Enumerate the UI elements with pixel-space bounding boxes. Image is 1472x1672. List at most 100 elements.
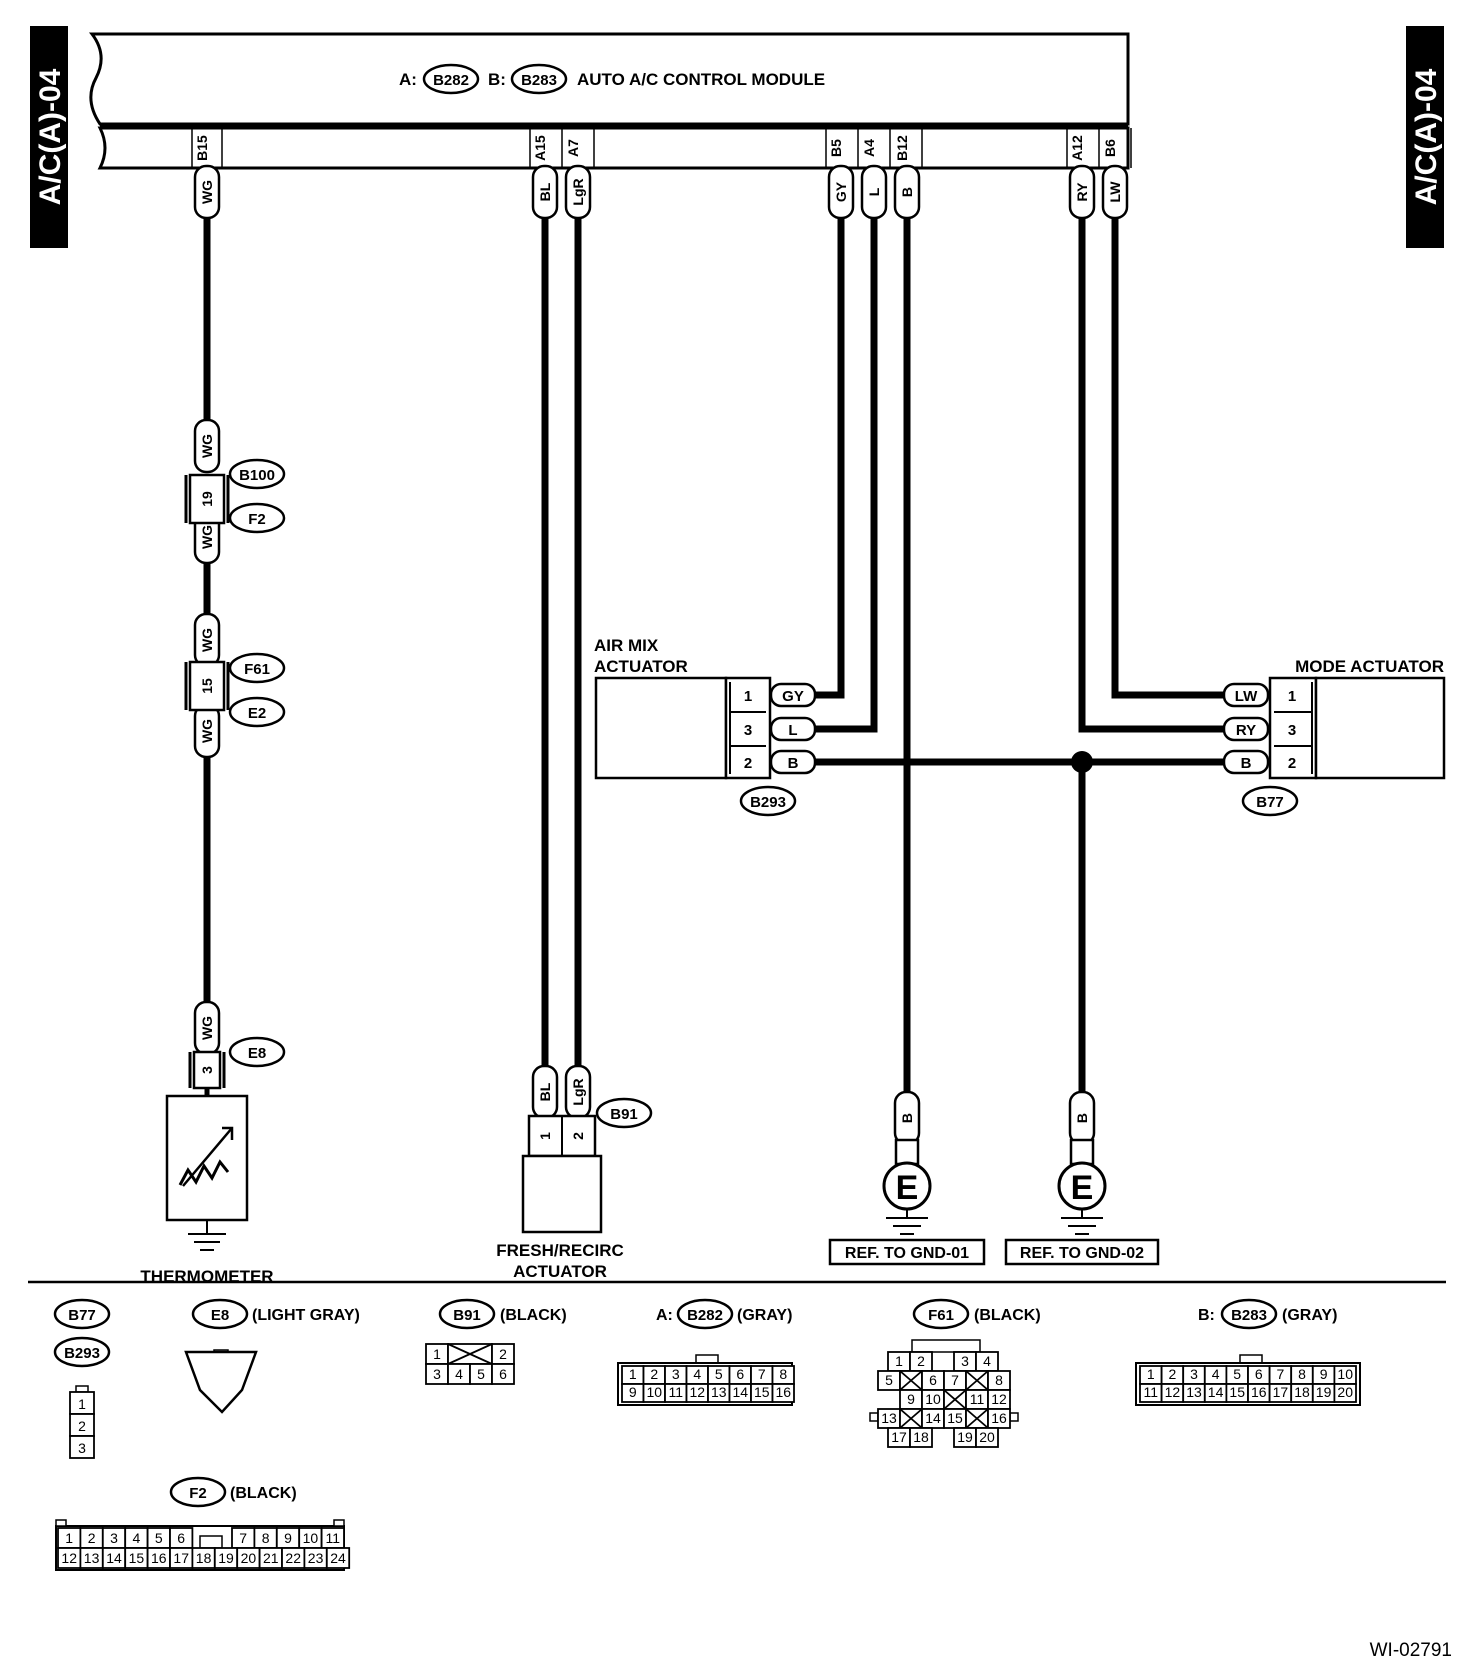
air-mix-connector xyxy=(724,676,772,780)
wire-capsule-f61: WG xyxy=(193,612,221,668)
legend-f2-color: (BLACK) xyxy=(230,1485,297,1502)
legend-b91-pin-5-num: 5 xyxy=(477,1366,485,1382)
pin-a12: A12 xyxy=(1069,135,1085,161)
conn-e2-oval xyxy=(228,696,286,728)
legend-b283-pin-20 xyxy=(1333,1383,1357,1403)
legend-f61-pin-5-num: 5 xyxy=(885,1372,893,1388)
legend-b282-pin-13-num: 13 xyxy=(711,1384,727,1400)
conn-b91-label: B91 xyxy=(610,1106,638,1123)
legend-b283-pin-10-num: 10 xyxy=(1337,1366,1353,1382)
air-mix-label-1: AIR MIX xyxy=(594,636,659,655)
legend-b282-prefix: A: xyxy=(656,1307,673,1324)
legend-f61-pin-16-num: 16 xyxy=(991,1410,1007,1426)
wire-capsule-b91-lgr: LgR xyxy=(564,1064,592,1120)
legend-b282-pin-8-num: 8 xyxy=(779,1366,787,1382)
legend-f2-pin-18-num: 18 xyxy=(196,1550,212,1566)
wire-capsule-mode-b-label: B xyxy=(1241,755,1252,772)
inline-pin-19: 19 xyxy=(199,491,215,507)
wire-capsule-gnd2-label: B xyxy=(1074,1113,1090,1123)
module-b-prefix: B: xyxy=(488,70,506,89)
wire-capsule-airmix-b: B xyxy=(769,749,817,775)
legend-b283-pin-20-num: 20 xyxy=(1337,1384,1353,1400)
legend-f2-pin-14-num: 14 xyxy=(106,1550,122,1566)
thermometer-connector xyxy=(192,1050,222,1090)
module-conn-b: B283 xyxy=(521,72,557,89)
wire-capsule-gnd1-label: B xyxy=(899,1113,915,1123)
legend-f2-pin-24-num: 24 xyxy=(330,1550,346,1566)
legend-f2-pin-15-num: 15 xyxy=(129,1550,145,1566)
pin-b5: B5 xyxy=(828,139,844,157)
wire-capsule-gnd1: B xyxy=(893,1090,921,1146)
legend-b283-pin-9-num: 9 xyxy=(1320,1366,1328,1382)
legend-b282-pin-1-num: 1 xyxy=(629,1366,637,1382)
legend-f61-pin-16 xyxy=(987,1408,1011,1429)
legend-b91-pin-2-num: 2 xyxy=(499,1346,507,1362)
legend-f2-pin-16-num: 16 xyxy=(151,1550,167,1566)
legend-f61-pin-14-num: 14 xyxy=(925,1410,941,1426)
wire-capsule-top-5: B xyxy=(893,164,921,220)
wire-capsule-top-2: LgR xyxy=(564,164,592,220)
gnd1-ref-label: REF. TO GND-01 xyxy=(845,1245,969,1262)
side-label-left: A/C(A)-04 xyxy=(34,68,67,205)
wire-capsule-top-0-label: WG xyxy=(199,180,215,204)
legend-b283-pin-18-num: 18 xyxy=(1294,1384,1310,1400)
legend-b91-pin-1-num: 1 xyxy=(433,1346,441,1362)
legend-b91-oval xyxy=(438,1298,496,1330)
pin-b15: B15 xyxy=(194,135,210,161)
wire-capsule-airmix-l: L xyxy=(769,716,817,742)
legend-f2-pin-13-num: 13 xyxy=(84,1550,100,1566)
wire-capsule-airmix-l-label: L xyxy=(788,722,797,739)
legend-b283-pin-12-num: 12 xyxy=(1165,1384,1181,1400)
gnd1-ref-box xyxy=(828,1238,986,1266)
mode-pin-2: 2 xyxy=(1288,755,1296,772)
conn-f61-label: F61 xyxy=(244,661,270,678)
conn-e8-oval xyxy=(228,1036,286,1068)
legend-b282-pin-16-num: 16 xyxy=(775,1384,791,1400)
legend-f61-pin-13-num: 13 xyxy=(881,1410,897,1426)
wire-capsule-e2-label: WG xyxy=(199,719,215,743)
module-title: AUTO A/C CONTROL MODULE xyxy=(577,70,825,89)
legend-f61-pin-1-num: 1 xyxy=(895,1353,903,1369)
wire-capsule-airmix-gy-label: GY xyxy=(782,688,804,705)
control-module xyxy=(88,32,1130,170)
legend-f61-pin-3-num: 3 xyxy=(961,1353,969,1369)
legend-b282-pin-16 xyxy=(771,1383,795,1403)
legend-b283-label: B283 xyxy=(1231,1307,1267,1324)
wire-capsule-mode-ry: RY xyxy=(1222,716,1270,742)
inline-connector-b100-f2 xyxy=(188,473,226,525)
legend-b91-pin-6 xyxy=(491,1363,515,1385)
wire-capsule-top-6: RY xyxy=(1068,164,1096,220)
air-mix-label-2: ACTUATOR xyxy=(594,657,688,676)
legend-f2-pin-10-num: 10 xyxy=(303,1530,319,1546)
ground-2: E xyxy=(1057,1138,1107,1235)
legend-f2-label: F2 xyxy=(189,1485,207,1502)
legend-b282-pin-11-num: 11 xyxy=(668,1384,683,1400)
wire-capsule-f61-label: WG xyxy=(199,628,215,652)
conn-b100-label: B100 xyxy=(239,467,275,484)
module-conn-a-oval xyxy=(422,63,480,95)
legend-f61-pin-4-num: 4 xyxy=(983,1353,991,1369)
legend-f61-pin-20-num: 20 xyxy=(979,1429,995,1445)
legend-b282-pin-7-num: 7 xyxy=(758,1366,766,1382)
legend-f61-pin-11-num: 11 xyxy=(970,1391,985,1407)
ground-2-symbol: E xyxy=(1071,1169,1094,1207)
wire-capsule-e8-label: WG xyxy=(199,1016,215,1040)
pin-b12: B12 xyxy=(894,135,910,161)
legend-f2-pin-1-num: 1 xyxy=(65,1530,73,1546)
legend-e8-oval xyxy=(191,1298,249,1330)
wire-capsule-b91-bl: BL xyxy=(531,1064,559,1120)
legend-f2-oval xyxy=(169,1476,227,1508)
legend-b283-pin-6-num: 6 xyxy=(1255,1366,1263,1382)
legend-b77-pin-3 xyxy=(69,1435,95,1459)
legend-b283-pin-4-num: 4 xyxy=(1212,1366,1220,1382)
legend-b282-pin-9-num: 9 xyxy=(629,1384,637,1400)
wire-capsule-top-1: BL xyxy=(531,164,559,220)
legend-f2-pin-19-num: 19 xyxy=(218,1550,234,1566)
legend-b283-pin-16-num: 16 xyxy=(1251,1384,1267,1400)
pin-a4: A4 xyxy=(861,139,877,157)
wire-capsule-e2: WG xyxy=(193,703,221,759)
wires xyxy=(203,206,1232,1104)
wire-capsule-top-7-label: LW xyxy=(1107,181,1123,203)
wire-capsule-top-0: WG xyxy=(193,164,221,220)
side-tab-left xyxy=(30,26,68,248)
